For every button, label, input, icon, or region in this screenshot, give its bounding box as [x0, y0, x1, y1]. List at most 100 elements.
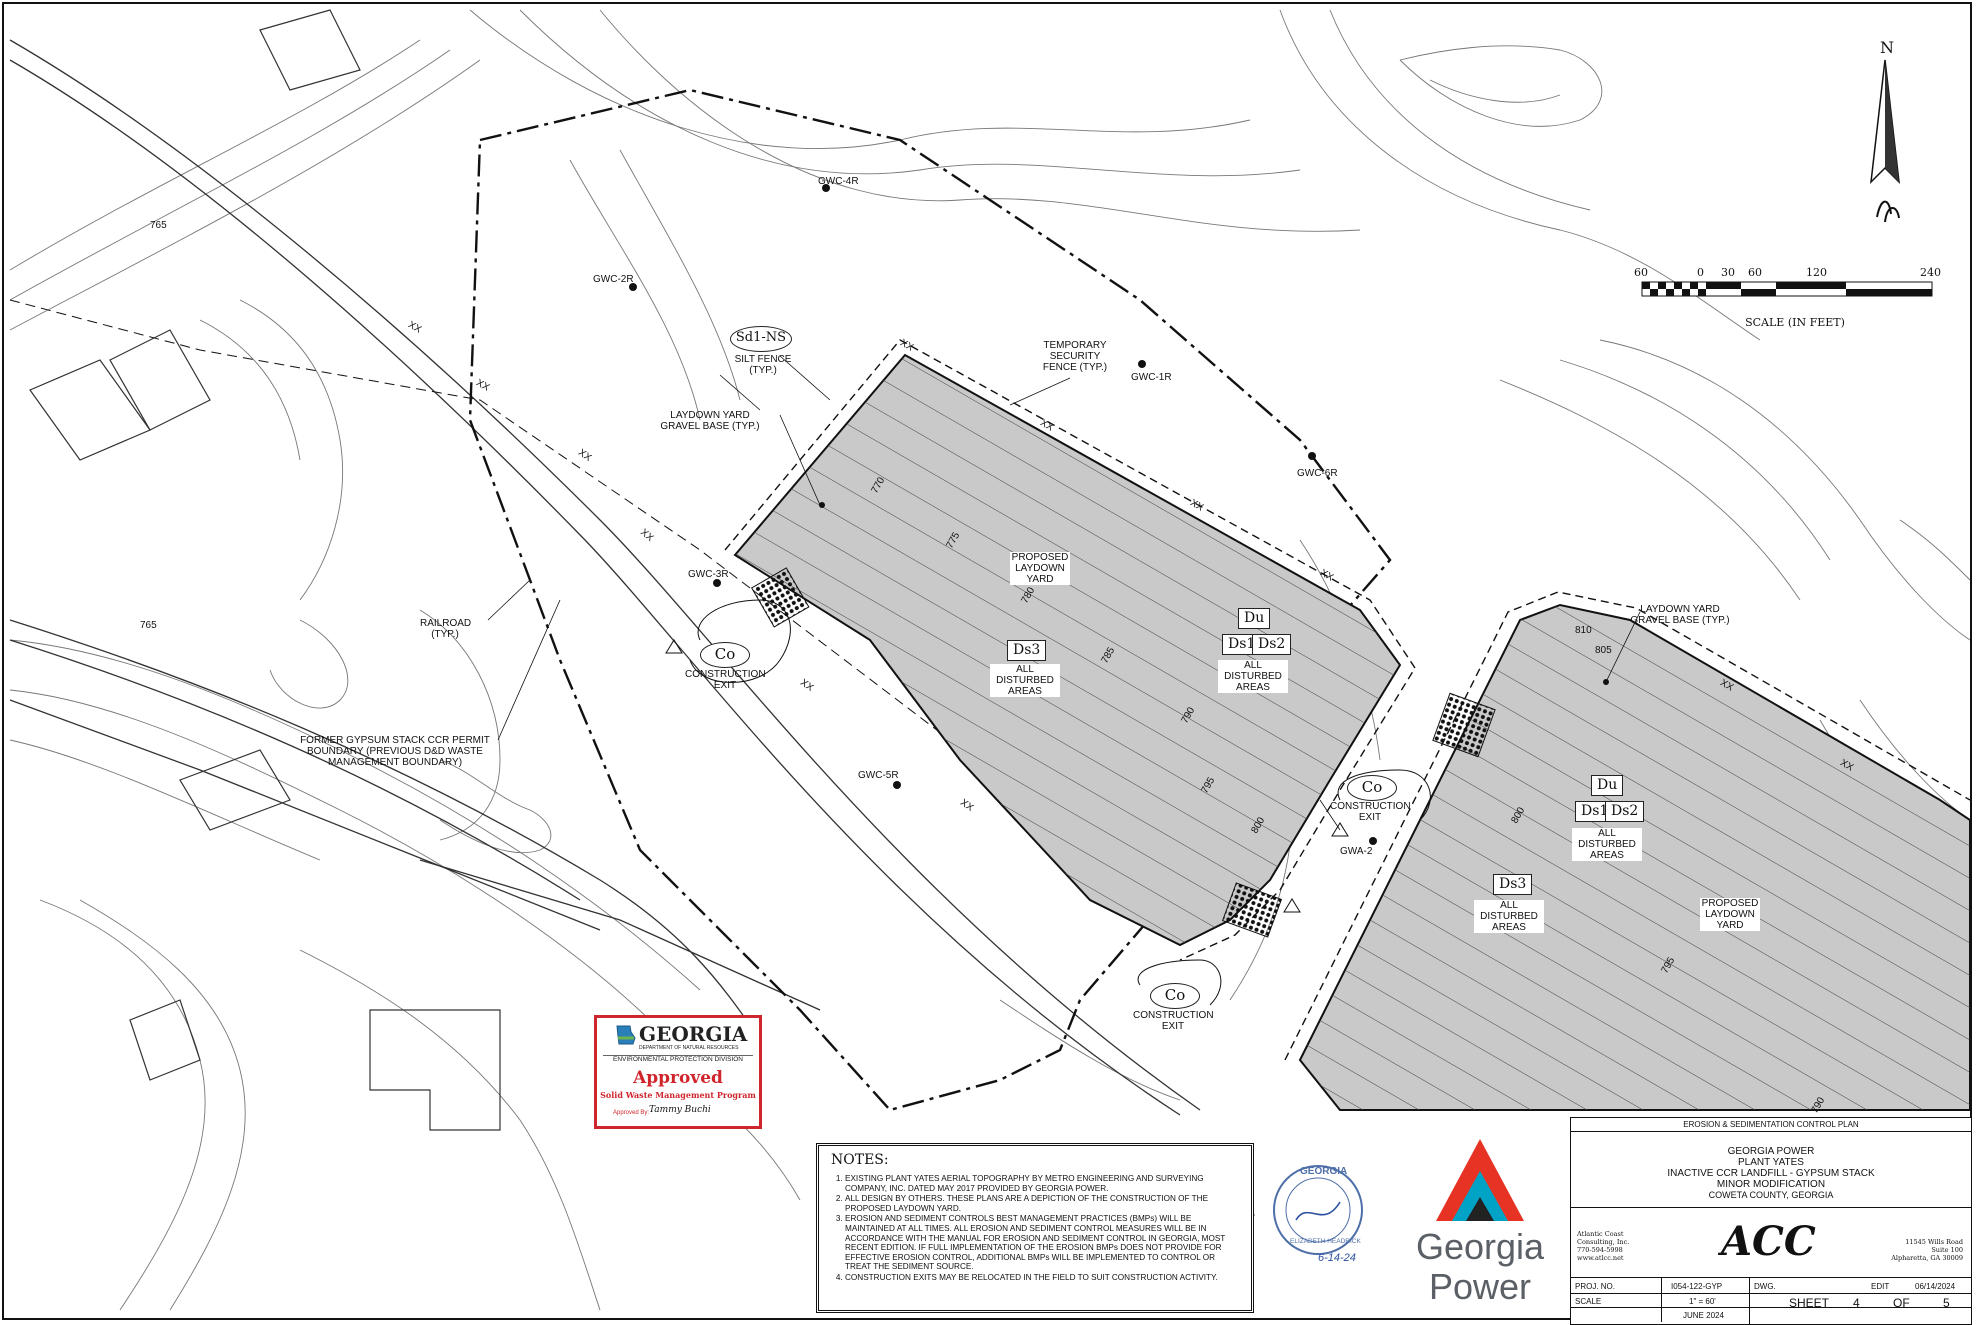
stamp-approved-by: Approved By:: [613, 1110, 650, 1116]
logo-line-2: Power: [1428, 1266, 1532, 1307]
silt-fence-line-west: [9, 299, 1131, 881]
tb-address-line: Alpharetta, GA 30009: [1891, 1254, 1963, 1262]
leader-lines: [487, 355, 1641, 831]
notes-list: EXISTING PLANT YATES AERIAL TOPOGRAPHY B…: [827, 1174, 1243, 1283]
north-arrow-icon: [1870, 59, 1900, 223]
scale-tick-120: 120: [1806, 266, 1827, 279]
note-item: EXISTING PLANT YATES AERIAL TOPOGRAPHY B…: [845, 1174, 1243, 1193]
tb-address-line: Suite 100: [1931, 1246, 1963, 1254]
rock-pad-1: [750, 567, 810, 628]
tb-divider: [1661, 1278, 1662, 1322]
tb-dwg-label: DWG.: [1754, 1282, 1776, 1291]
tb-address: 11545 Wills Road Suite 100 Alpharetta, G…: [1891, 1238, 1963, 1262]
tb-row-date: JUNE 2024: [1571, 1308, 1971, 1322]
tb-address-line: 11545 Wills Road: [1905, 1238, 1963, 1246]
laydown-base-label-2: LAYDOWN YARD GRAVEL BASE (TYP.): [1630, 604, 1730, 626]
tb-firm-logo: ACC: [1721, 1218, 1816, 1265]
georgia-power-logo: Georgia Power: [1390, 1125, 1570, 1315]
construction-exit-label-1: CONSTRUCTION EXIT: [685, 669, 766, 691]
seal-date: 6-14-24: [1318, 1252, 1356, 1264]
rock-pad-3: [1221, 882, 1283, 938]
ds3-tag-1: Ds3: [1007, 640, 1047, 661]
tb-header: EROSION & SEDIMENTATION CONTROL PLAN: [1571, 1118, 1971, 1132]
approval-stamp: GEORGIA DEPARTMENT OF NATURAL RESOURCES …: [594, 1015, 762, 1129]
well-label-gwc-3r: GWC-3R: [688, 569, 729, 580]
seal-name: ELIZABETH HEADRICK: [1290, 1238, 1361, 1245]
ds3-tag-2: Ds3: [1493, 874, 1533, 895]
notes-title: NOTES:: [831, 1152, 889, 1168]
well-label-gwc-4r: GWC-4R: [818, 176, 859, 187]
tb-mod: MINOR MODIFICATION: [1716, 1179, 1826, 1190]
tb-firm-line: www.atlcc.net: [1577, 1254, 1624, 1262]
stamp-program: Solid Waste Management Program: [600, 1090, 756, 1100]
scale-title: SCALE (IN FEET): [1745, 316, 1845, 329]
co-tag-3: Co: [1150, 983, 1200, 1009]
georgia-power-triangle-icon: [1436, 1139, 1524, 1221]
tb-sheet-no: 4: [1853, 1296, 1860, 1310]
scale-tick-30: 30: [1721, 266, 1735, 279]
permit-boundary: [468, 88, 1392, 1112]
existing-buildings: [29, 9, 501, 1131]
du-tag-2: Du: [1591, 775, 1624, 796]
stamp-division: ENVIRONMENTAL PROTECTION DIVISION: [603, 1055, 753, 1063]
scale-tick-240: 240: [1920, 266, 1941, 279]
proposed-yard-label-2: PROPOSED LAYDOWN YARD: [1700, 898, 1760, 931]
tb-edit-label: EDIT: [1871, 1282, 1890, 1291]
ds1-tag-2: Ds1: [1575, 801, 1615, 822]
tb-project-info: GEORGIA POWER PLANT YATES INACTIVE CCR L…: [1571, 1132, 1971, 1208]
exit-swales: [689, 599, 1431, 1006]
construction-exit-label-2: CONSTRUCTION EXIT: [1330, 801, 1411, 823]
north-label: N: [1880, 38, 1894, 57]
temporary-fence-label: TEMPORARY SECURITY FENCE (TYP.): [1042, 340, 1108, 373]
disturbed-label-4: ALL DISTURBED AREAS: [1474, 900, 1544, 933]
du-tag-1: Du: [1238, 608, 1271, 629]
note-item: CONSTRUCTION EXITS MAY BE RELOCATED IN T…: [845, 1273, 1243, 1283]
logo-line-1: Georgia: [1415, 1226, 1545, 1267]
well-label-gwc-6r: GWC-6R: [1297, 468, 1338, 479]
terrain-contours: [9, 9, 1971, 1311]
contour-label-810: 810: [1575, 625, 1592, 636]
tb-sheet-total: 5: [1943, 1296, 1950, 1310]
stamp-signer: Tammy Buchi: [649, 1105, 711, 1115]
well-label-gwc-2r: GWC-2R: [593, 274, 634, 285]
well-label-gwa-2: GWA-2: [1340, 846, 1373, 857]
stamp-approved: Approved: [633, 1068, 723, 1088]
stamp-dept: DEPARTMENT OF NATURAL RESOURCES: [639, 1045, 739, 1051]
tb-firm-line: 770-594-5998: [1577, 1246, 1623, 1254]
title-block: EROSION & SEDIMENTATION CONTROL PLAN GEO…: [1570, 1117, 1972, 1325]
security-fence-1: [724, 339, 1416, 961]
tb-firm-line: Consulting, Inc.: [1577, 1238, 1630, 1246]
tb-proj-label: PROJ. NO.: [1575, 1282, 1616, 1291]
georgia-state-icon: [616, 1025, 636, 1045]
tb-county: COWETA COUNTY, GEORGIA: [1708, 1190, 1834, 1200]
disturbed-label-1: ALL DISTURBED AREAS: [1218, 660, 1288, 693]
stamp-state: GEORGIA: [639, 1022, 748, 1046]
contour-label-805: 805: [1595, 645, 1612, 656]
scale-tick-60b: 60: [1748, 266, 1762, 279]
monitoring-wells: [629, 184, 1609, 845]
note-item: ALL DESIGN BY OTHERS. THESE PLANS ARE A …: [845, 1194, 1243, 1213]
permit-boundary-label: FORMER GYPSUM STACK CCR PERMIT BOUNDARY …: [300, 735, 490, 768]
well-label-gwc-1r: GWC-1R: [1131, 372, 1172, 383]
disturbed-label-2: ALL DISTURBED AREAS: [990, 664, 1060, 697]
engineer-seal-icon: [1273, 1165, 1363, 1255]
tb-row-proj: PROJ. NO. I054-122-GYP DWG. EDIT 06/14/2…: [1571, 1278, 1971, 1294]
tb-firm-info: Atlantic Coast Consulting, Inc. 770-594-…: [1577, 1230, 1629, 1262]
well-label-gwc-5r: GWC-5R: [858, 770, 899, 781]
disturbed-label-3: ALL DISTURBED AREAS: [1572, 828, 1642, 861]
co-tag-2: Co: [1347, 775, 1397, 801]
seal-state: GEORGIA: [1300, 1166, 1348, 1177]
notes-box: NOTES: EXISTING PLANT YATES AERIAL TOPOG…: [816, 1143, 1254, 1313]
scale-tick-60: 60: [1634, 266, 1648, 279]
co-tag-1: Co: [700, 642, 750, 668]
sd1-ns-tag: Sd1-NS: [730, 326, 792, 352]
railroad-label: RAILROAD (TYP.): [420, 618, 472, 640]
ds2-tag-2: Ds2: [1605, 801, 1645, 822]
tb-firm-row: Atlantic Coast Consulting, Inc. 770-594-…: [1571, 1208, 1971, 1278]
tb-project: INACTIVE CCR LANDFILL - GYPSUM STACK: [1667, 1168, 1875, 1179]
ds2-tag-1: Ds2: [1252, 634, 1292, 655]
contour-label-765b: 765: [150, 220, 167, 231]
railroad-lines: [9, 39, 1201, 1116]
